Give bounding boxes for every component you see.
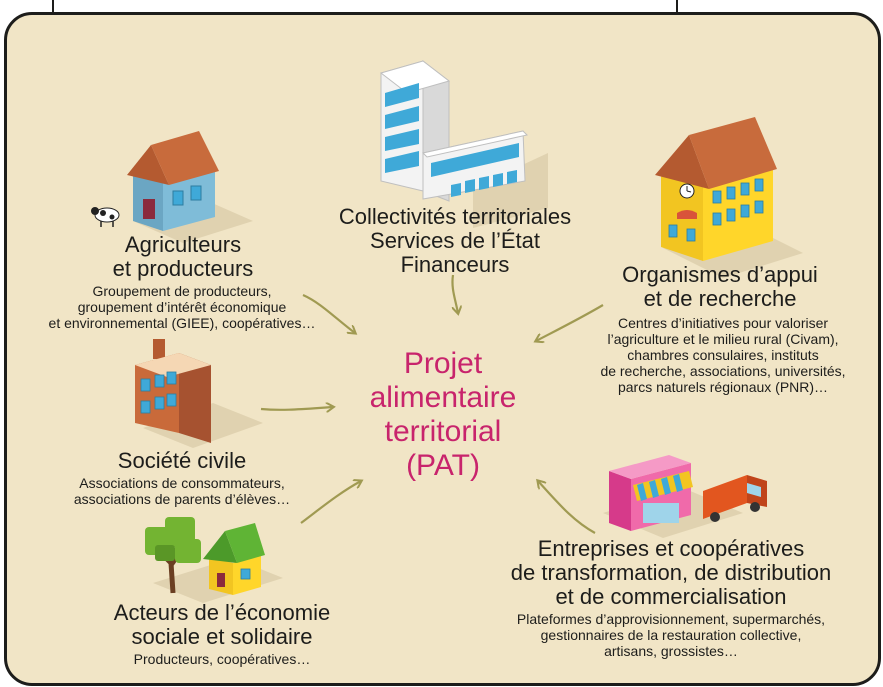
societe-description: Associations de consommateurs, associati… bbox=[73, 475, 291, 507]
organismes-description: Centres d’initiatives pour valoriser l’a… bbox=[600, 315, 846, 395]
pat-center-title: Projet alimentaire territorial (PAT) bbox=[369, 347, 517, 482]
organismes-title: Organismes d’appui et de recherche bbox=[622, 262, 818, 311]
agriculteurs-title: Agriculteurs et producteurs bbox=[112, 232, 254, 281]
arrow-from-ess bbox=[300, 481, 361, 524]
arrow-from-entreprises bbox=[538, 481, 596, 534]
apartment-house-icon bbox=[135, 339, 263, 448]
arrow-from-organismes bbox=[536, 304, 604, 341]
agriculteurs-description: Groupement de producteurs, groupement d’… bbox=[48, 283, 316, 331]
societe-title: Société civile bbox=[117, 448, 247, 473]
shop-and-truck-icon bbox=[603, 455, 767, 538]
office-building-icon bbox=[379, 59, 548, 228]
ess-description: Producteurs, coopératives… bbox=[133, 651, 311, 667]
arrow-from-collectivites bbox=[451, 274, 458, 313]
farmhouse-icon bbox=[127, 131, 253, 243]
arrow-from-agriculteurs bbox=[302, 293, 355, 333]
arrow-from-societe bbox=[260, 407, 333, 410]
entreprises-description: Plateformes d’approvisionnement, superma… bbox=[516, 611, 826, 659]
diagram-panel: Collectivités territoriales Services de … bbox=[4, 12, 881, 686]
illustrations-layer bbox=[91, 59, 803, 603]
collectivites-title: Collectivités territoriales Services de … bbox=[338, 204, 572, 277]
tree-and-house-icon bbox=[145, 517, 283, 603]
cow-icon bbox=[91, 207, 120, 227]
entreprises-title: Entreprises et coopératives de transform… bbox=[510, 536, 832, 609]
ess-title: Acteurs de l’économie sociale et solidai… bbox=[113, 600, 331, 649]
school-building-icon bbox=[655, 117, 803, 278]
